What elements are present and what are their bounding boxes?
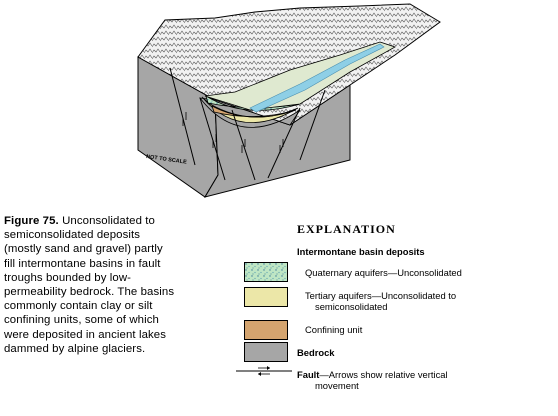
caption-line: (mostly sand and gravel) partly [4,243,163,256]
tertiary-label-line2: semiconsolidated [315,301,388,312]
explanation-subtitle: Intermontane basin deposits [297,246,425,257]
caption-line: Unconsolidated to [58,215,155,227]
caption-line: troughs bounded by low- [4,271,132,284]
caption-line: commonly contain clay or silt [4,300,153,313]
fault-desc-line1: —Arrows show relative vertical [319,369,448,380]
fault-symbol-icon [236,366,292,376]
caption-line: confining units, some of which [4,314,159,327]
confining-label: Confining unit [305,324,363,335]
fault-lines [169,67,326,181]
caption-line: dammed by alpine glaciers. [4,342,146,355]
caption-line: semiconsolidated deposits [4,229,141,242]
block-diagram: NOT TO SCALE [137,3,441,198]
caption-line: permeability bedrock. The basins [4,286,175,299]
explanation-title: EXPLANATION [297,222,396,236]
tertiary-label: Tertiary aquifers—Unconsolidated to semi… [305,290,456,312]
tertiary-layer [201,96,299,123]
quaternary-swatch [244,262,288,282]
tertiary-label-line1: Tertiary aquifers—Unconsolidated to [305,290,457,301]
confining-swatch [244,320,288,340]
tertiary-swatch [244,287,288,307]
caption-line: fill intermontane basins in fault [4,257,161,270]
bedrock-swatch [244,342,288,362]
not-to-scale-label: NOT TO SCALE [146,154,188,166]
river [249,43,385,113]
fault-label: Fault—Arrows show relative vertical move… [297,369,448,391]
fault-name: Fault [297,369,320,380]
fault-desc-line2: movement [315,380,359,391]
figure-caption: Figure 75. Unconsolidated to semiconsoli… [4,214,236,356]
caption-line: were deposited in ancient lakes [4,328,167,341]
fault-arrows [182,112,284,153]
caption-label: Figure 75. [4,215,59,227]
bedrock-label: Bedrock [297,347,335,358]
quaternary-label: Quaternary aquifers—Unconsolidated [305,267,462,278]
